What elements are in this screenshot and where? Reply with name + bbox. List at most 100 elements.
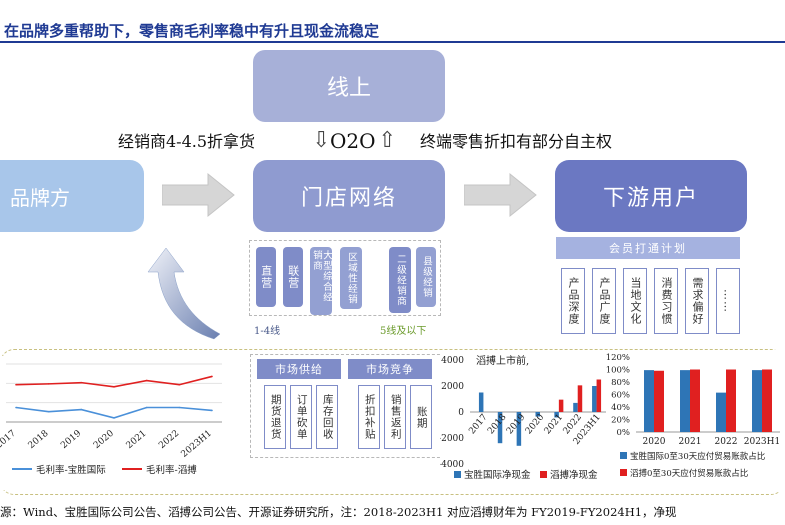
legend-label: 滔搏净现金 — [550, 469, 598, 481]
x-tick-label: 2019 — [59, 428, 83, 451]
arrow-down-icon: ⇩ — [312, 128, 331, 153]
data-point — [211, 375, 213, 378]
bar — [478, 392, 484, 412]
bar — [573, 402, 578, 412]
market-supply-item: 期货退货 — [264, 385, 286, 449]
y-tick-label: 120% — [606, 353, 630, 363]
online-box: 线上 — [253, 50, 445, 122]
y-tick-label: 100% — [606, 366, 630, 376]
member-program-bar: 会员打通计划 — [556, 237, 740, 259]
legend-label: 滔搏0至30天应付贸易账款占比 — [630, 468, 748, 479]
market-competition-header: 市场竞争 — [348, 359, 432, 379]
page-title: 在品牌多重帮助下，零售商毛利率稳中有升且现金流稳定 — [4, 22, 380, 40]
legend-label: 宝胜国际净现金 — [464, 469, 531, 481]
tier-label: 5线及以下 — [380, 326, 427, 337]
bar — [592, 386, 597, 412]
x-tick-label: 2020 — [643, 437, 666, 447]
arrow-right-icon — [162, 172, 235, 218]
data-point — [15, 406, 17, 409]
bar — [554, 412, 559, 418]
data-point — [113, 417, 115, 419]
legend-label: 毛利率-滔搏 — [146, 464, 197, 476]
channel-chip: 联营 — [283, 247, 303, 307]
user-factor-chip: 消费习惯 — [654, 268, 678, 334]
tier-label: 1-4线 — [254, 326, 281, 337]
bar — [577, 385, 583, 412]
y-tick-label: 40% — [611, 403, 630, 413]
bar — [558, 399, 564, 412]
x-tick-label: 2019 — [505, 412, 528, 436]
bar — [726, 369, 736, 432]
legend-swatch — [620, 452, 627, 459]
o2o-label: O2O — [330, 129, 376, 153]
x-tick-label: 2018 — [27, 428, 51, 451]
y-tick-label: 20% — [611, 416, 630, 426]
x-tick-label: 2018 — [486, 412, 509, 436]
market-competition-item: 销售返利 — [384, 385, 406, 449]
y-tick-label: 2000 — [441, 382, 464, 392]
bar — [516, 412, 522, 446]
legend-swatch — [620, 469, 627, 476]
arrow-right-icon — [464, 172, 537, 218]
arrow-up-icon: ⇧ — [378, 128, 397, 153]
series-line — [15, 375, 213, 388]
data-point — [178, 383, 181, 386]
title-rule — [0, 41, 785, 43]
curved-arrow-icon — [147, 247, 221, 340]
legend-label: 毛利率-宝胜国际 — [36, 464, 106, 476]
bar — [680, 370, 690, 432]
channel-chip: 二级经销商 — [389, 247, 411, 313]
market-supply-item: 库存回收 — [316, 385, 338, 449]
user-factor-chip: 产品广度 — [592, 268, 616, 334]
bar — [535, 412, 540, 417]
legend-swatch — [540, 471, 547, 478]
downstream-users-box: 下游用户 — [555, 160, 747, 232]
data-point — [145, 406, 148, 409]
y-tick-label: 0 — [458, 408, 464, 418]
bar — [690, 369, 700, 432]
market-competition-item: 账期 — [410, 385, 432, 449]
net-cash-bar-chart: 400020000-2000-4000201720182019202020212… — [438, 354, 606, 481]
brand-box: 品牌方 — [0, 160, 144, 232]
channel-chip: 区域性经销 — [340, 247, 362, 309]
x-tick-label: 2021 — [125, 429, 149, 451]
x-tick-label: 2020 — [92, 428, 116, 451]
y-tick-label: -2000 — [440, 434, 464, 444]
data-point — [47, 383, 50, 385]
bar — [497, 412, 503, 444]
data-point — [80, 381, 83, 384]
data-point — [15, 383, 17, 386]
market-competition-item: 折扣补贴 — [358, 385, 380, 449]
user-factor-chip: 产品深度 — [561, 268, 585, 334]
bar — [654, 370, 664, 432]
dealer-discount-note: 经销商4-4.5折拿货 — [118, 132, 256, 151]
bar — [716, 392, 726, 432]
bar — [644, 370, 654, 432]
bar — [752, 370, 762, 432]
bar — [596, 379, 602, 412]
bar — [762, 369, 772, 432]
x-tick-label: 2021 — [679, 437, 702, 447]
data-point — [145, 379, 148, 382]
channel-chip: 直营 — [256, 247, 276, 307]
x-tick-label: 2021 — [543, 413, 565, 437]
x-tick-label: 2020 — [524, 412, 547, 436]
y-tick-label: 0% — [617, 428, 631, 438]
x-tick-label: 2022 — [157, 429, 181, 451]
x-tick-label: 2023H1 — [744, 437, 780, 447]
annotation: 滔搏上市前, — [476, 354, 529, 367]
y-tick-label: -4000 — [440, 460, 464, 470]
legend-swatch — [454, 471, 461, 478]
y-tick-label: 4000 — [441, 356, 464, 366]
x-tick-label: 2017 — [467, 412, 490, 436]
data-point — [211, 409, 213, 412]
channel-chip: 县级经销 — [416, 247, 436, 307]
x-tick-label: 2023H1 — [180, 429, 214, 460]
series-line — [15, 406, 213, 419]
y-tick-label: 80% — [611, 378, 630, 388]
source-note: 源：Wind、宝胜国际公司公告、滔搏公司公告、开源证券研究所，注：2018-20… — [0, 505, 677, 519]
